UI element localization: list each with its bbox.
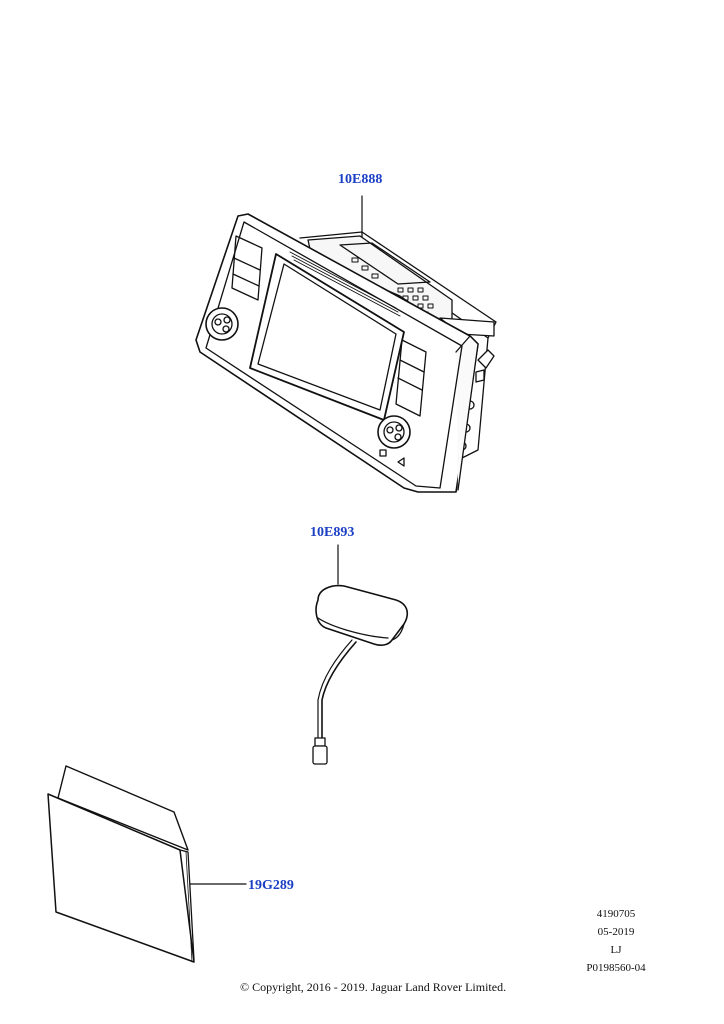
callout-19g289[interactable]: 19G289 (248, 878, 294, 893)
copyright-notice: © Copyright, 2016 - 2019. Jaguar Land Ro… (240, 980, 507, 994)
head-unit-illustration (195, 195, 497, 493)
manual-illustration (47, 765, 247, 963)
antenna-illustration (312, 544, 409, 765)
reference-code: LJ (610, 944, 622, 956)
callout-10e893[interactable]: 10E893 (310, 525, 355, 540)
reference-date: 05-2019 (597, 926, 635, 938)
illustration-id: P0198560-04 (586, 962, 646, 974)
reference-number: 4190705 (596, 908, 636, 920)
callout-10e888[interactable]: 10E888 (338, 172, 383, 187)
